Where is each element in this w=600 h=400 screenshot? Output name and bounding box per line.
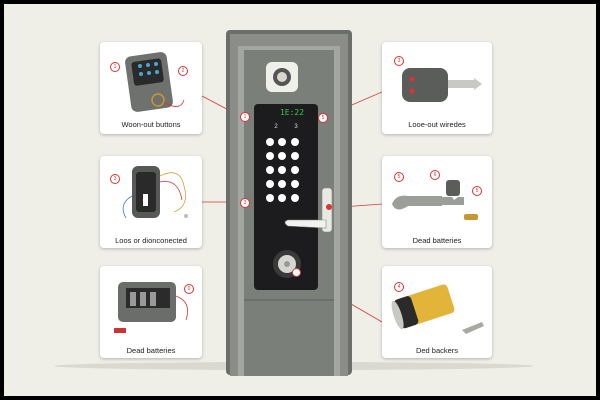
callout-card-worn-buttons: 1 2 Woon-out buttons [100, 42, 202, 134]
wired-keypad-icon [122, 166, 188, 219]
badge: 2 [178, 66, 188, 76]
badge: 5 [394, 172, 404, 182]
badge: 4 [394, 282, 404, 292]
badge: 1 [110, 62, 120, 72]
caption: Dead batteries [412, 236, 462, 245]
door-marker: 3 [240, 198, 250, 208]
keypad-hints: 2 3 [266, 124, 306, 130]
badge: 3 [110, 174, 120, 184]
door-marker-dot [292, 268, 301, 277]
badge: 0 [184, 284, 194, 294]
callout-card-dead-batteries: 0 Dead batteries [100, 266, 202, 358]
door-marker-dot [326, 204, 332, 210]
callout-card-dead-batteries-right: 5 6 5 Dead batteries [382, 156, 492, 248]
door-marker: 1 [240, 112, 250, 122]
caption: Loos or dionconected [115, 236, 187, 245]
battery-box-icon [114, 282, 189, 333]
keypad-hint: 2 [274, 124, 278, 130]
caption: Ded backers [415, 346, 459, 355]
keypad-panel [254, 104, 333, 290]
keypad-buttons [266, 138, 299, 202]
key-fob-icon [402, 68, 482, 102]
keypad-device-icon [125, 52, 185, 112]
badge: 5 [472, 186, 482, 196]
caption: Dead batteries [126, 346, 176, 355]
caption: Looe-out wiredes [408, 120, 466, 129]
door-marker: 5 [318, 113, 328, 123]
battery-cell-icon [391, 284, 484, 334]
keypad-display: 1E:22 [279, 108, 305, 117]
badge: 6 [430, 170, 440, 180]
callout-card-loose-wires: 3 Loos or dionconected [100, 156, 202, 248]
badge: 3 [394, 56, 404, 66]
diagram-canvas: 1E:22 2 3 1 3 5 1 2 Woon-out buttons [4, 4, 596, 396]
callout-card-loose-wires-right: 3 Looe-out wiredes [382, 42, 492, 134]
callout-card-dead-battery-cell: 4 Ded backers [382, 266, 492, 358]
broken-key-icon [392, 180, 478, 220]
caption: Woon-out buttons [121, 120, 181, 129]
keypad-hint: 3 [294, 124, 298, 130]
